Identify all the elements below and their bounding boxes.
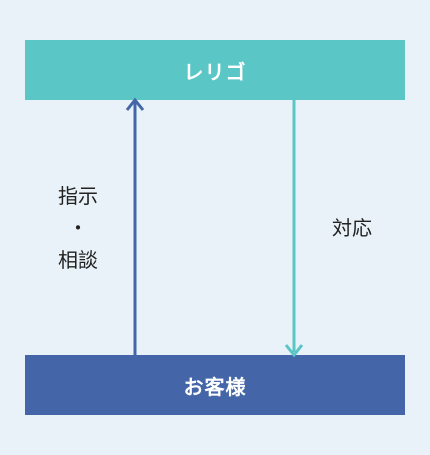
relligo-label: レリゴ [183,59,247,84]
down-arrow [284,100,304,358]
response-label: 対応 [322,212,382,244]
instruction-consultation-label: 指示 ・ 相談 [48,180,108,276]
customer-label: お客様 [183,374,247,399]
customer-box: お客様 [25,355,405,415]
response-text: 対応 [332,216,372,240]
relligo-box: レリゴ [25,40,405,100]
instruction-text: 指示 [58,184,98,208]
up-arrow [125,97,145,355]
separator-dot: ・ [68,216,88,240]
consultation-text: 相談 [58,248,98,272]
